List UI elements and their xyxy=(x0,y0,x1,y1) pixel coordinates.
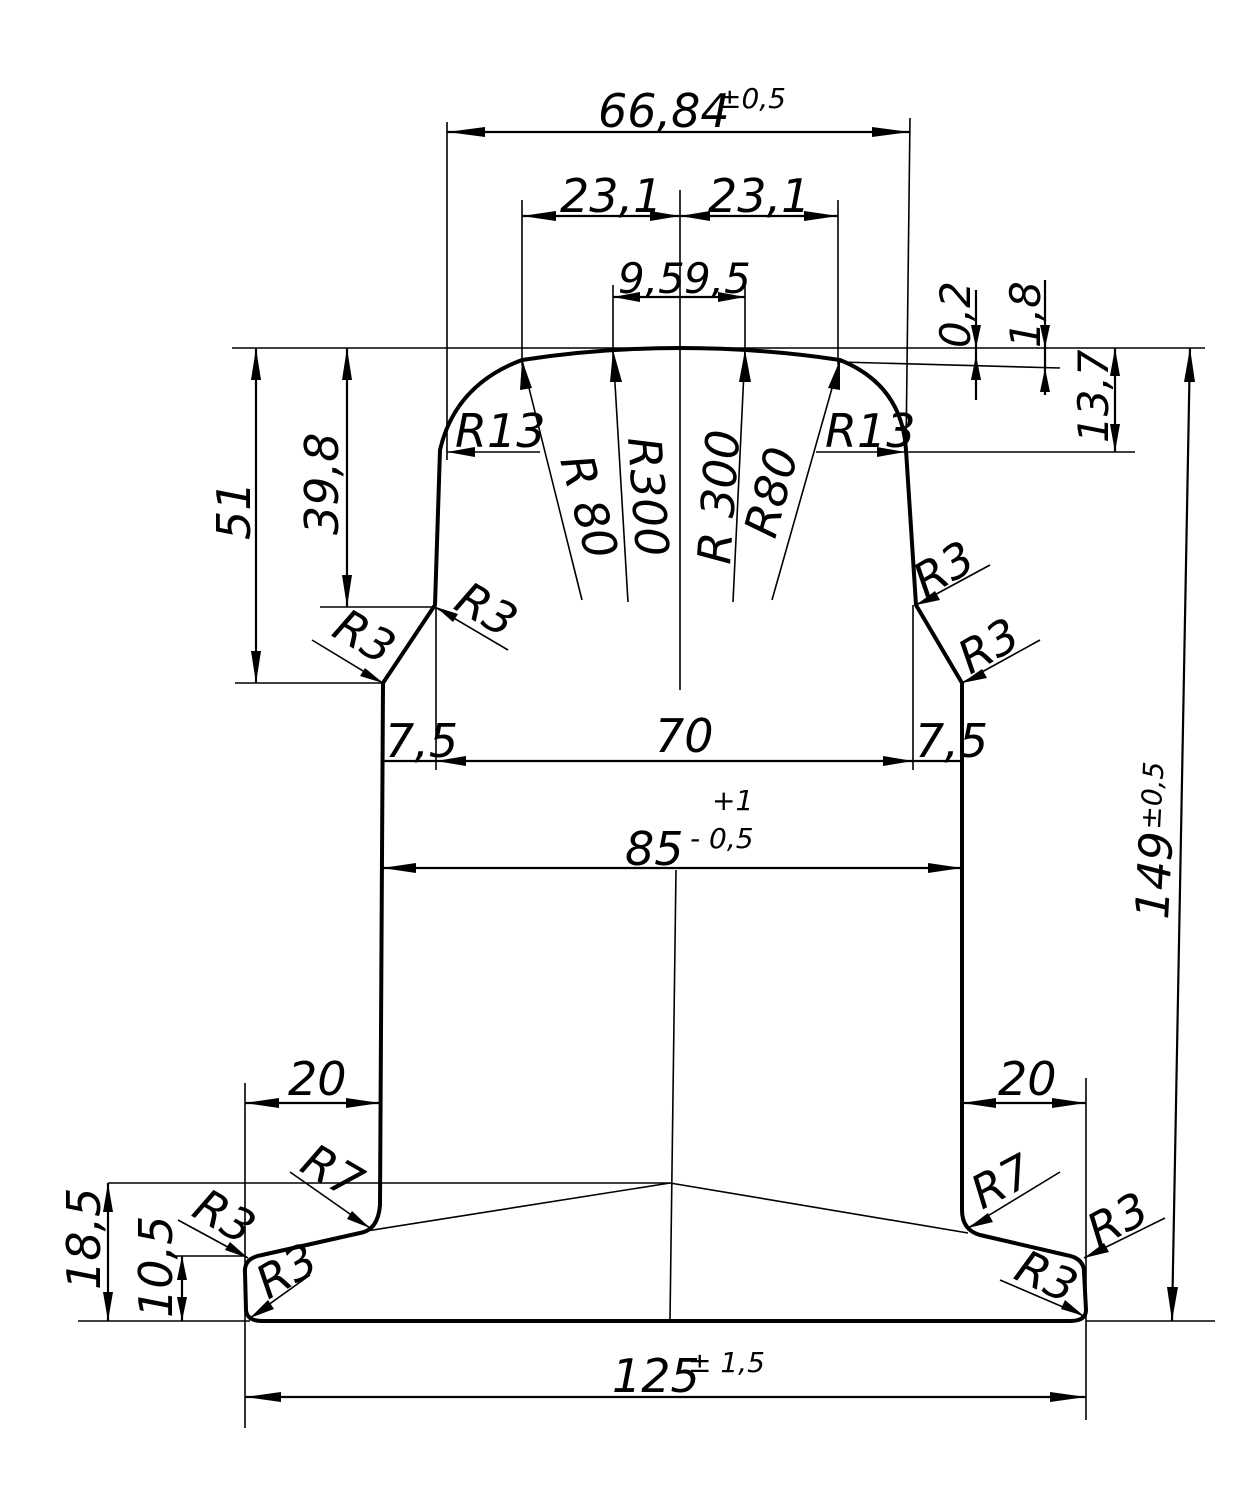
dim-20-right: 20 xyxy=(998,1052,1057,1106)
arrow xyxy=(804,211,838,221)
arrow xyxy=(1052,1098,1086,1108)
arrow xyxy=(971,355,981,380)
leader-r300-left xyxy=(612,349,629,603)
arrow xyxy=(1061,1300,1084,1316)
dim-70: 70 xyxy=(655,709,714,763)
arrow xyxy=(103,1292,113,1321)
arrow xyxy=(718,292,745,302)
arrow xyxy=(251,348,261,380)
arrow xyxy=(245,1392,281,1402)
arrow xyxy=(739,350,751,382)
dim-r3-foot-right-top: R3 xyxy=(1078,1181,1157,1257)
arrow xyxy=(968,1213,993,1228)
dim-7-5-left: 7,5 xyxy=(385,714,458,768)
leader-r80-left xyxy=(521,359,583,601)
arrow xyxy=(382,863,416,873)
dim-7-5-right: 7,5 xyxy=(915,714,988,768)
dim-85-tol-upper: +1 xyxy=(712,784,753,817)
arrow xyxy=(1184,348,1195,382)
arrow xyxy=(177,1297,187,1321)
arrow xyxy=(916,591,940,605)
arrow xyxy=(177,1256,187,1280)
arrow xyxy=(962,1098,996,1108)
arrow xyxy=(928,863,962,873)
arrow xyxy=(610,350,622,382)
arrow xyxy=(250,1300,274,1318)
arrow xyxy=(883,756,913,766)
dim-r7-right: R7 xyxy=(962,1143,1041,1219)
dim-125: 125 xyxy=(612,1349,700,1403)
dim-149-tol: ±0,5 xyxy=(1134,761,1171,831)
center-line-lower xyxy=(669,869,677,1321)
dim-13-7: 13,7 xyxy=(1069,349,1118,443)
arrow xyxy=(342,575,352,607)
arrow xyxy=(436,756,466,766)
dim-9-5-left: 9,5 xyxy=(618,254,685,303)
dim-9-5-right: 9,5 xyxy=(684,254,751,303)
dim-66-84-tol: ±0,5 xyxy=(718,82,786,115)
arrow xyxy=(103,1183,113,1212)
head-01-line xyxy=(839,361,1061,369)
dim-line-149 xyxy=(1170,347,1192,1322)
ext-top-right xyxy=(905,117,911,451)
arrow xyxy=(447,447,475,457)
dim-r3-foot-left-top: R3 xyxy=(185,1178,265,1255)
foot-construction-right xyxy=(669,1182,969,1234)
dim-20-left: 20 xyxy=(288,1052,347,1106)
dim-18-5: 18,5 xyxy=(57,1188,111,1290)
arrow xyxy=(360,668,383,683)
dim-0-2: 0,2 xyxy=(931,281,980,348)
dim-149: 149 xyxy=(1125,830,1184,921)
dim-125-tol: ± 1,5 xyxy=(688,1346,765,1379)
arrow xyxy=(872,127,910,137)
arrow xyxy=(1040,325,1050,348)
dim-r13-left: R13 xyxy=(455,404,546,458)
arrow xyxy=(828,360,840,390)
arrow xyxy=(1040,368,1050,392)
arrow xyxy=(522,211,556,221)
dim-r300-right: R 300 xyxy=(687,428,750,566)
dim-66-84: 66,84 xyxy=(598,84,730,138)
dim-1-8: 1,8 xyxy=(1001,281,1050,348)
arrow xyxy=(877,447,905,457)
dim-r3-b: R3 xyxy=(325,598,405,675)
arrow xyxy=(520,360,532,390)
dim-23-1-right: 23,1 xyxy=(708,169,810,223)
dim-85: 85 xyxy=(625,822,684,876)
dim-23-1-left: 23,1 xyxy=(560,169,662,223)
dim-10-5: 10,5 xyxy=(129,1216,183,1318)
arrow xyxy=(342,348,352,380)
arrow xyxy=(680,211,710,221)
foot-construction-left xyxy=(359,1182,671,1233)
dim-r300-left: R300 xyxy=(617,435,679,558)
arrow xyxy=(962,669,987,683)
arrow xyxy=(971,325,981,348)
dim-r7-left: R7 xyxy=(293,1133,373,1210)
arrow xyxy=(1110,424,1120,452)
arrow xyxy=(613,292,640,302)
arrow xyxy=(347,1211,370,1228)
arrow xyxy=(1050,1392,1086,1402)
dim-r13-right: R13 xyxy=(825,404,916,458)
arrow xyxy=(1084,1243,1109,1258)
dim-r3-foot-right-bottom: R3 xyxy=(1007,1239,1085,1314)
dim-85-tol-lower: - 0,5 xyxy=(690,822,754,855)
arrow xyxy=(1167,1287,1178,1321)
leader-r80-right xyxy=(771,359,841,601)
arrow xyxy=(225,1242,248,1258)
arrow xyxy=(245,1098,279,1108)
dim-r3-a: R3 xyxy=(447,571,527,648)
arrow xyxy=(346,1098,380,1108)
dim-r80-left: R 80 xyxy=(549,449,628,565)
arrow xyxy=(251,651,261,683)
arrow xyxy=(447,127,485,137)
leader-r300-right xyxy=(732,349,746,603)
dim-51: 51 xyxy=(207,481,261,540)
arrow xyxy=(1110,348,1120,376)
arrow xyxy=(436,607,458,622)
dim-r3-d: R3 xyxy=(949,607,1029,684)
dim-39-8: 39,8 xyxy=(295,433,349,535)
arrow xyxy=(650,211,680,221)
